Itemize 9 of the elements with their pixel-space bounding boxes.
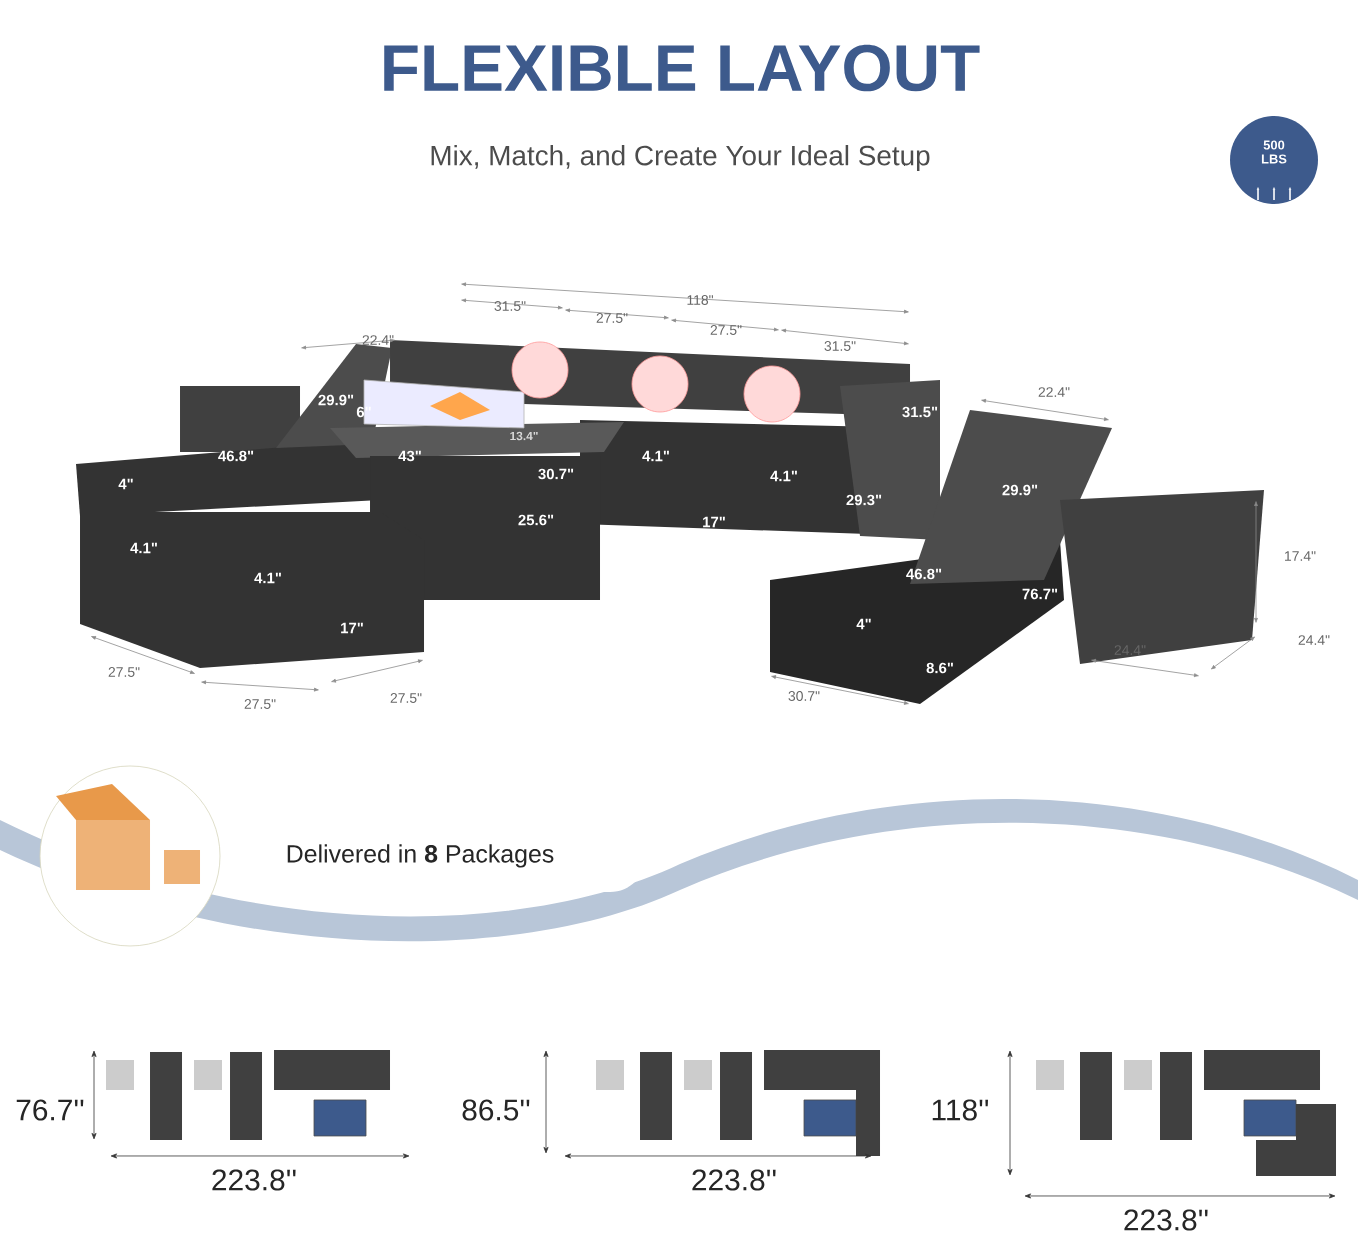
- subtitle: Mix, Match, and Create Your Ideal Setup: [431, 145, 930, 171]
- dimension-label: 223.8'': [212, 1169, 296, 1191]
- dimension-label: 86.5'': [462, 1099, 530, 1121]
- title: FLEXIBLE LAYOUT: [384, 44, 980, 92]
- delivery-note: Delivered in 8 Packages: [287, 844, 554, 868]
- dimension-label: 76.7'': [16, 1099, 84, 1121]
- dimension-label: 118'': [932, 1099, 988, 1121]
- dimension-label: 223.8'': [692, 1169, 776, 1191]
- dimension-label: 223.8'': [1124, 1209, 1208, 1231]
